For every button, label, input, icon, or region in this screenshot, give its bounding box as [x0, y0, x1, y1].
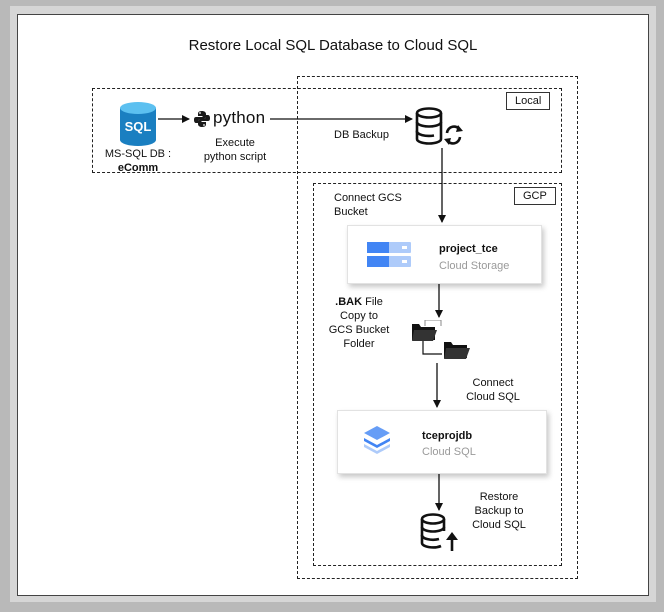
- diagram-canvas: Restore Local SQL Database to Cloud SQL …: [17, 14, 649, 596]
- source-db-label-line1: MS-SQL DB :: [104, 148, 172, 160]
- connect-cloud-sql-line1: Connect: [472, 377, 514, 389]
- bak-copy-line3: GCS Bucket: [328, 324, 390, 336]
- restore-backup-line2: Backup to: [474, 505, 524, 517]
- gcp-group: [313, 183, 562, 566]
- python-caption: Execute python script: [190, 136, 280, 164]
- connect-gcs-label: Connect GCS Bucket: [334, 191, 402, 219]
- outer-boundary: [297, 76, 578, 579]
- cloud-storage-title: project_tce: [439, 243, 498, 255]
- local-tag: Local: [506, 92, 551, 110]
- restore-backup-line1: Restore: [479, 491, 519, 503]
- python-logo-icon: [194, 111, 210, 127]
- folder-transfer-icon: [412, 320, 470, 359]
- connect-cloud-sql-line2: Cloud SQL: [466, 391, 520, 403]
- db-backup-icon: [415, 107, 463, 145]
- bak-copy-label: .BAK File Copy to GCS Bucket Folder: [318, 295, 400, 351]
- bak-copy-line1: .BAK File: [318, 295, 400, 309]
- connect-cloud-sql-label: Connect Cloud SQL: [455, 376, 531, 404]
- source-group: [92, 88, 562, 173]
- cloud-sql-card[interactable]: tceprojdb Cloud SQL: [337, 410, 547, 474]
- cloud-sql-title: tceprojdb: [422, 430, 473, 442]
- connect-gcs-line1: Connect GCS: [334, 192, 402, 204]
- source-db-label: MS-SQL DB : eComm: [98, 147, 178, 175]
- connect-gcs-line2: Bucket: [334, 206, 368, 218]
- cloud-sql-icon: [364, 426, 390, 454]
- python-logo-text: python: [213, 108, 266, 127]
- restore-backup-line3: Cloud SQL: [472, 519, 526, 531]
- bak-copy-line2: Copy to: [340, 310, 378, 322]
- python-caption-line1: Execute: [215, 137, 255, 149]
- sql-icon-text: SQL: [125, 119, 152, 134]
- diagram-title: Restore Local SQL Database to Cloud SQL: [188, 37, 478, 54]
- restore-backup-label: Restore Backup to Cloud SQL: [459, 490, 539, 532]
- cloud-storage-subtitle: Cloud Storage: [439, 260, 510, 272]
- cloud-sql-subtitle: Cloud SQL: [422, 446, 476, 458]
- source-db-label-line2: eComm: [117, 162, 159, 174]
- python-caption-line2: python script: [203, 151, 267, 163]
- bak-copy-line1-rest: File: [362, 296, 383, 308]
- cloud-storage-card[interactable]: project_tce Cloud Storage: [347, 225, 542, 284]
- cloud-storage-icon: [367, 242, 411, 267]
- connector-layer: [158, 115, 446, 511]
- bak-copy-line4: Folder: [343, 338, 375, 350]
- gcp-tag: GCP: [514, 187, 556, 205]
- bak-copy-line1-bold: .BAK: [335, 296, 363, 308]
- db-backup-label: DB Backup: [334, 129, 390, 141]
- db-restore-icon: [420, 513, 458, 551]
- sql-database-icon: SQL: [120, 102, 156, 146]
